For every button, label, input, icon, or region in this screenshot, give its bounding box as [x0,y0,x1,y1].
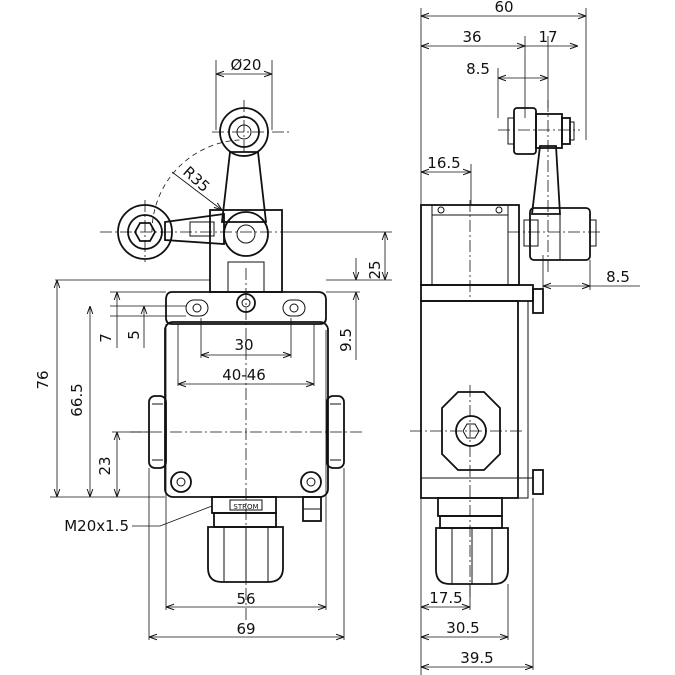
dim-overall-depth: 60 [494,0,513,16]
dim-overall-width: 69 [236,620,255,638]
dim-body-depth: 30.5 [446,619,479,637]
dim-head-depth: 16.5 [427,154,460,172]
dim-lever-thickness: 8.5 [606,268,630,286]
dim-roller-width: 8.5 [466,60,490,78]
dim-mount-range: 40-46 [222,366,266,384]
dim-thread: M20x1.5 [64,517,129,535]
dim-roller-pos: 36 [462,28,481,46]
dim-mount-offset-b: 5 [125,330,143,340]
dim-lever-radius: R35 [179,163,213,196]
dim-roller-offset: 17 [538,28,557,46]
dim-axis-height: 9.5 [337,328,355,352]
side-view: 60 36 17 8.5 16.5 8.5 17.5 30.5 39.5 [410,0,640,675]
dim-roller-diameter: Ø20 [231,56,262,74]
dim-height-total: 76 [34,370,52,389]
dim-gland-pos: 17.5 [429,589,462,607]
dim-mount-offset-a: 7 [97,333,115,343]
front-view: STROM [34,56,392,640]
dim-hole-spacing: 30 [234,336,253,354]
dim-total-depth: 39.5 [460,649,493,667]
label-plate-text: STROM [233,503,258,511]
dim-body-width: 56 [236,590,255,608]
dim-lever-height: 25 [366,260,384,279]
dim-height-gland: 23 [96,456,114,475]
dim-height-body: 66.5 [68,383,86,416]
